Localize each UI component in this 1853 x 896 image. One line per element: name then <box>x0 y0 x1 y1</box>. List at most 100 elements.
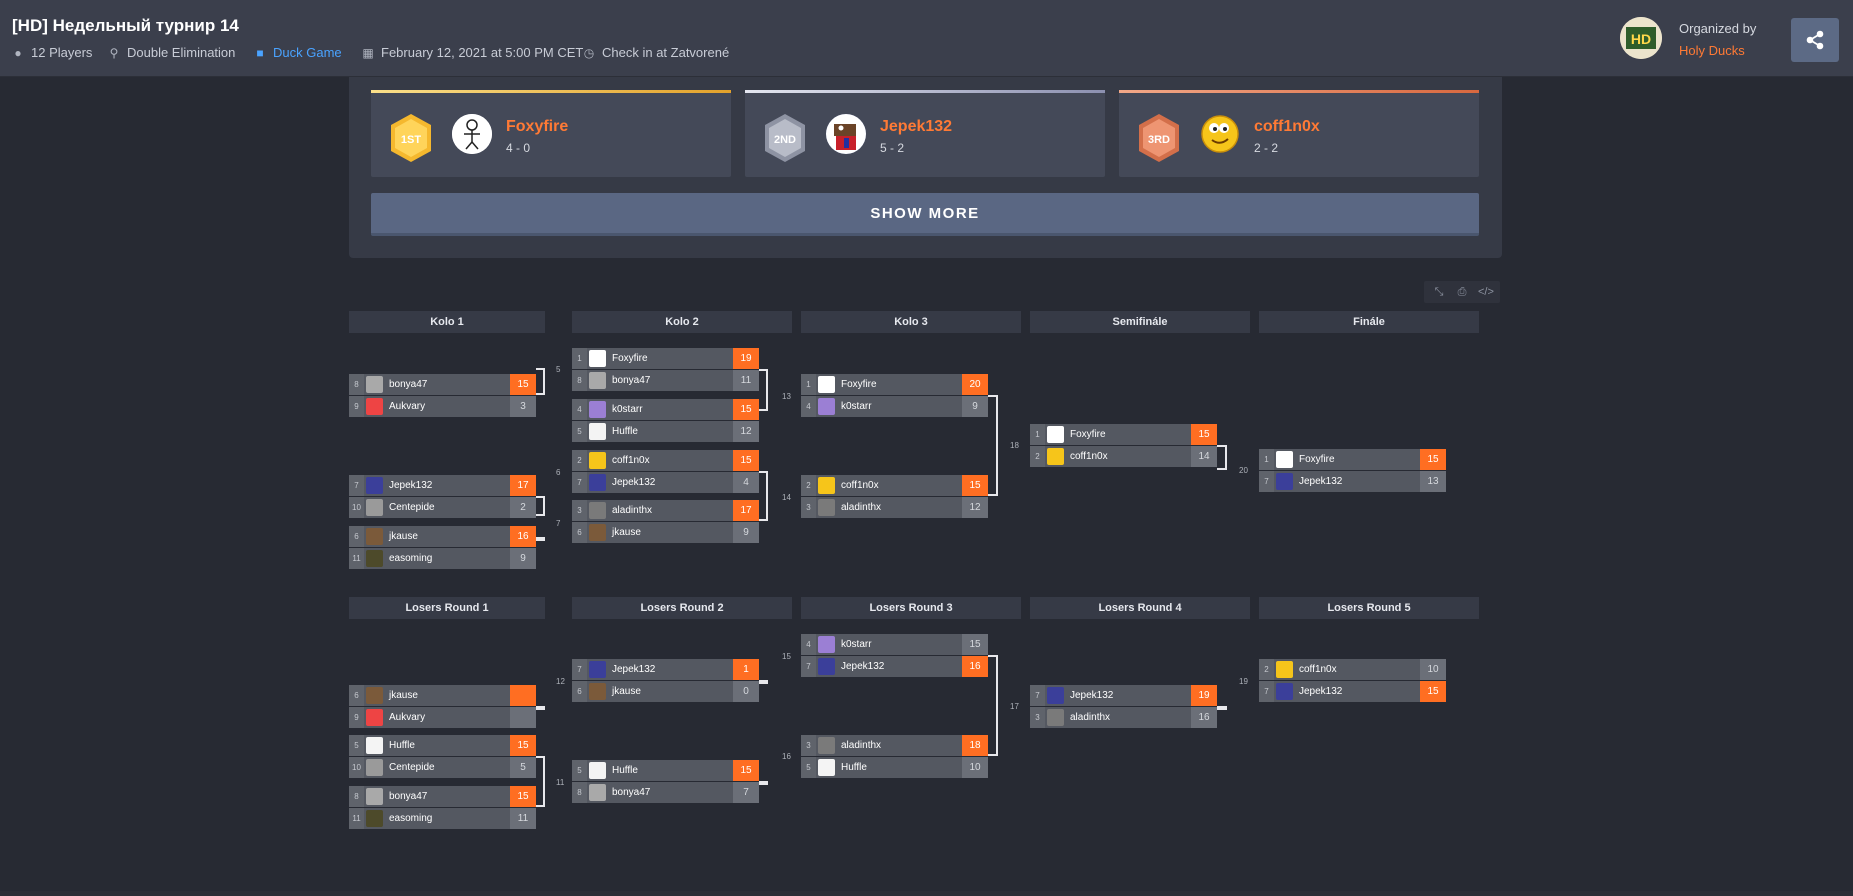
organizer-link[interactable]: Holy Ducks <box>1679 43 1745 58</box>
podium-first[interactable]: 1ST Foxyfire 4 - 0 <box>371 90 731 177</box>
participant-name: Huffle <box>612 426 638 437</box>
participant-name: Huffle <box>612 765 638 776</box>
score: 16 <box>1191 707 1217 728</box>
participant-name: Foxyfire <box>1070 429 1106 440</box>
third-place-name[interactable]: coff1n0x <box>1254 118 1320 135</box>
avatar <box>589 661 606 678</box>
second-place-name[interactable]: Jepek132 <box>880 118 953 135</box>
avatar <box>366 687 383 704</box>
avatar <box>1047 709 1064 726</box>
podium-second[interactable]: 2ND Jepek132 5 - 2 <box>745 90 1105 177</box>
participant-name: aladinthx <box>841 740 882 751</box>
organizer-logo[interactable]: HD <box>1620 17 1662 59</box>
participant-name: aladinthx <box>612 505 653 516</box>
bronze-bar <box>1119 90 1479 93</box>
participant-name: Huffle <box>841 762 867 773</box>
game-link[interactable]: ■Duck Game <box>254 45 341 60</box>
avatar <box>366 376 383 393</box>
first-place-name[interactable]: Foxyfire <box>506 118 569 135</box>
horizontal-scrollbar[interactable] <box>0 891 1853 896</box>
share-button[interactable] <box>1791 18 1839 62</box>
seed: 8 <box>572 370 587 391</box>
participant-name: Jepek132 <box>1070 690 1114 701</box>
print-icon[interactable]: ⎙ <box>1457 286 1467 298</box>
bracket-connector <box>536 756 545 807</box>
round-header: Kolo 3 <box>801 311 1021 333</box>
avatar <box>366 499 383 516</box>
participant-name: k0starr <box>841 639 872 650</box>
score: 16 <box>510 526 536 547</box>
podium-third[interactable]: 3RD coff1n0x 2 - 2 <box>1119 90 1479 177</box>
round-header: Semifinále <box>1030 311 1250 333</box>
participant-name: easoming <box>389 813 433 824</box>
avatar <box>1276 473 1293 490</box>
embed-code-icon[interactable]: </> <box>1478 286 1494 298</box>
show-more-button[interactable]: SHOW MORE <box>371 193 1479 236</box>
players-count: ●12 Players <box>12 45 92 60</box>
fullscreen-icon[interactable]: ⤡ <box>1434 286 1444 298</box>
bracket-connector <box>988 395 998 496</box>
match-number: 11 <box>556 778 565 787</box>
